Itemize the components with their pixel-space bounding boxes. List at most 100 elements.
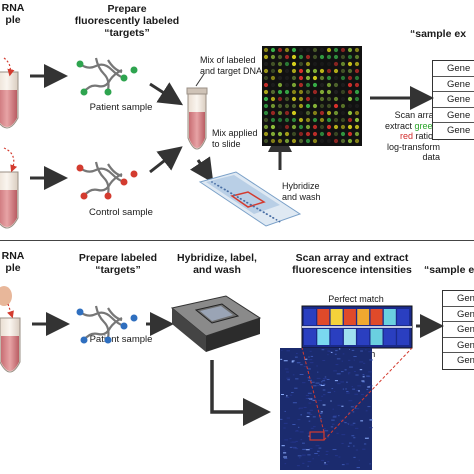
array-spot bbox=[333, 61, 339, 67]
scan-pixel bbox=[310, 355, 314, 357]
scan-pixel bbox=[322, 378, 327, 380]
array-spot bbox=[263, 47, 269, 53]
scan-pixel bbox=[294, 356, 298, 358]
scan-pixel bbox=[353, 370, 356, 372]
scan-pixel bbox=[297, 419, 301, 421]
slide-spot bbox=[246, 201, 249, 204]
scan-pixel bbox=[281, 445, 285, 447]
array-spot bbox=[333, 110, 339, 116]
array-spot bbox=[263, 117, 269, 123]
scan-pixel bbox=[353, 359, 355, 361]
scan-pixel bbox=[311, 381, 315, 383]
bottom-hand-icon bbox=[0, 286, 12, 306]
arrow-icon bbox=[149, 146, 183, 174]
perfect-match-cell bbox=[343, 309, 356, 325]
array-spot bbox=[270, 117, 276, 123]
scan-pixel bbox=[284, 368, 289, 370]
scan-pixel bbox=[354, 405, 357, 407]
slide-spot bbox=[243, 200, 246, 202]
array-spot bbox=[347, 54, 353, 60]
slide-spot bbox=[250, 203, 252, 206]
scan-pixel bbox=[281, 350, 283, 352]
scan-pixel bbox=[312, 416, 316, 418]
scan-pixel bbox=[346, 391, 349, 393]
scan-pixel bbox=[324, 430, 329, 432]
array-spot bbox=[298, 54, 304, 60]
array-spot bbox=[312, 54, 318, 60]
array-spot bbox=[305, 75, 311, 81]
scan-pixel bbox=[309, 350, 312, 352]
scan-pixel bbox=[323, 383, 326, 385]
gene-row: Gene bbox=[433, 92, 474, 108]
array-spot bbox=[291, 54, 297, 60]
top-mix-label: Mix of labeled and target DNA bbox=[200, 55, 263, 76]
scan-pixel bbox=[342, 388, 345, 390]
array-spot bbox=[312, 82, 318, 88]
array-spot bbox=[347, 138, 353, 144]
gene-row: Gene bbox=[433, 108, 474, 123]
scan-pixel bbox=[334, 455, 338, 457]
array-spot bbox=[284, 124, 290, 130]
scan-pixel bbox=[285, 396, 290, 398]
array-spot bbox=[312, 89, 318, 95]
scan-pixel bbox=[334, 353, 337, 355]
scan-pixel bbox=[348, 400, 353, 402]
bottom-prepare-header: Prepare labeled “targets” bbox=[78, 252, 158, 276]
array-spot bbox=[277, 103, 283, 109]
scan-pixel bbox=[319, 412, 323, 414]
array-spot bbox=[298, 68, 304, 74]
scan-pixel bbox=[307, 432, 310, 434]
scan-pixel bbox=[292, 374, 295, 376]
array-spot bbox=[326, 75, 332, 81]
bottom-patient-tube-icon bbox=[0, 317, 21, 373]
mix-tube-icon bbox=[186, 87, 208, 150]
scan-pixel bbox=[317, 450, 320, 452]
scan-pixel bbox=[307, 454, 311, 456]
scan-pixel bbox=[367, 386, 370, 388]
array-spot bbox=[354, 47, 360, 53]
array-spot bbox=[305, 82, 311, 88]
scan-pixel bbox=[283, 427, 286, 429]
scan-pixel bbox=[333, 370, 337, 372]
scan-pixel bbox=[292, 446, 296, 448]
slide-spot bbox=[269, 215, 272, 218]
scan-pixel bbox=[316, 365, 318, 367]
slide-spot bbox=[214, 182, 216, 185]
green-word: green bbox=[414, 120, 438, 131]
scan-pixel bbox=[321, 349, 325, 351]
scan-pixel bbox=[341, 360, 343, 362]
array-spot bbox=[284, 75, 290, 81]
scan-pixel bbox=[324, 376, 327, 378]
scan-pixel bbox=[363, 362, 366, 364]
scan-pixel bbox=[346, 423, 349, 425]
array-spot bbox=[291, 96, 297, 102]
scan-pixel bbox=[327, 391, 331, 393]
scan-pixel bbox=[283, 452, 287, 454]
array-spot bbox=[305, 47, 311, 53]
array-spot bbox=[291, 82, 297, 88]
scan-pixel bbox=[281, 394, 284, 396]
array-spot bbox=[305, 138, 311, 144]
array-spot bbox=[340, 68, 346, 74]
scan-pixel bbox=[358, 390, 360, 392]
scan-pixel bbox=[300, 439, 303, 441]
scan-pixel bbox=[344, 422, 347, 424]
array-spot bbox=[305, 110, 311, 116]
scan-pixel bbox=[331, 388, 334, 390]
array-spot bbox=[319, 54, 325, 60]
scan-pixel bbox=[296, 352, 298, 354]
scan-pixel bbox=[352, 422, 356, 424]
scan-pixel bbox=[369, 427, 373, 429]
slide-spot bbox=[237, 196, 239, 199]
scan-pixel bbox=[283, 456, 288, 458]
array-spot bbox=[319, 96, 325, 102]
array-spot bbox=[270, 82, 276, 88]
array-spot bbox=[263, 75, 269, 81]
scan-pixel bbox=[295, 440, 298, 442]
array-spot bbox=[298, 110, 304, 116]
array-spot bbox=[312, 131, 318, 137]
array-spot bbox=[347, 47, 353, 53]
array-spot bbox=[333, 117, 339, 123]
scan-pixel bbox=[286, 350, 291, 352]
scan-pixel bbox=[333, 391, 336, 393]
